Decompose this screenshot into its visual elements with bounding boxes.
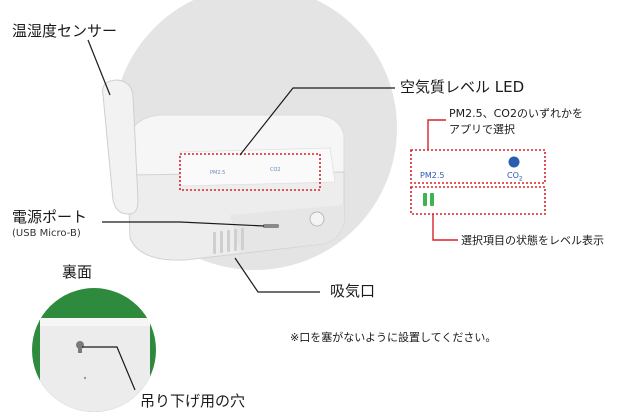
label-back-side: 裏面 xyxy=(62,263,93,281)
device-co2-mark: CO2 xyxy=(270,167,281,173)
label-hanging-hole: 吊り下げ用の穴 xyxy=(140,392,246,410)
led-callout-box xyxy=(179,153,321,191)
led-panel-illustration xyxy=(410,149,546,215)
device-pm25-mark: PM2.5 xyxy=(210,170,226,176)
label-level-display-note: 選択項目の状態をレベル表示 xyxy=(461,234,604,247)
label-air-intake-note: ※口を塞がないように設置してください。 xyxy=(290,331,497,344)
level-bar-2 xyxy=(430,193,434,206)
label-humidity-sensor: 温湿度センサー xyxy=(12,22,118,40)
device xyxy=(102,79,345,261)
led-select-note-line2: アプリで選択 xyxy=(449,123,515,136)
label-air-quality-led: 空気質レベル LED xyxy=(400,78,525,96)
leader-lines xyxy=(82,39,395,391)
led-co2-label: CO2 xyxy=(507,171,523,183)
air-vent xyxy=(213,228,244,254)
back-side-inset xyxy=(32,288,156,412)
led-pm25-label: PM2.5 xyxy=(420,171,445,180)
co2-led-dot xyxy=(508,156,520,168)
label-air-intake: 吸気口 xyxy=(330,282,376,300)
humidity-sensor-stick xyxy=(102,79,139,215)
usb-port xyxy=(263,224,279,228)
label-power-port-sub: (USB Micro-B) xyxy=(12,228,81,239)
led-select-note-line1: PM2.5、CO2のいずれかを xyxy=(449,107,583,120)
label-power-port: 電源ポート xyxy=(12,208,88,226)
red-leaders xyxy=(427,119,458,241)
level-bar-1 xyxy=(423,193,427,206)
